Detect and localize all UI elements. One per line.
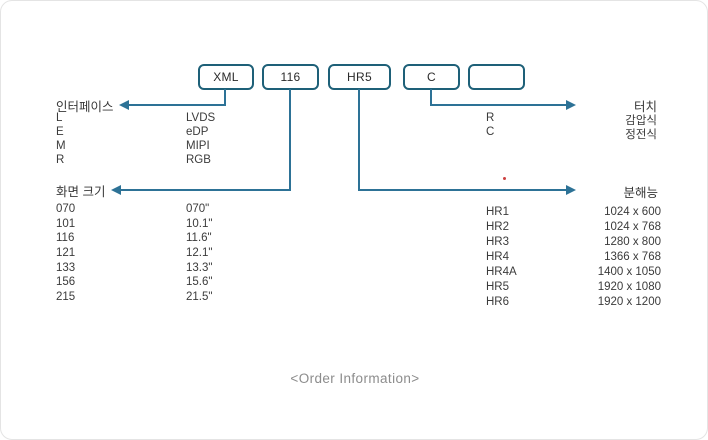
resolution-section-title: 분해능 — [623, 186, 658, 200]
resolution-value: 1366 x 768 — [604, 251, 661, 264]
size-value: 13.3" — [186, 261, 213, 274]
connector-size-vertical-line — [289, 89, 291, 190]
size-value: 10.1" — [186, 217, 213, 230]
resolution-list: HR1 1024 x 600 HR2 1024 x 768 HR3 1280 x… — [486, 206, 661, 311]
list-item: 116 11.6" — [56, 232, 276, 247]
connector-size-horizontal-line — [119, 189, 291, 191]
model-code-label: 116 — [280, 70, 301, 84]
list-item: HR4 1366 x 768 — [486, 251, 661, 266]
model-code-label: XML — [213, 70, 239, 84]
list-item: HR1 1024 x 600 — [486, 206, 661, 221]
list-item: 070 070" — [56, 203, 276, 218]
touch-value: 감압식 — [625, 115, 657, 127]
touch-section-title: 터치 — [633, 100, 657, 114]
resolution-value: 1400 x 1050 — [597, 266, 661, 279]
touch-value: 정전식 — [625, 129, 657, 142]
interface-value: LVDS — [186, 112, 216, 124]
list-item: HR3 1280 x 800 — [486, 236, 661, 251]
arrow-right-icon — [566, 100, 576, 110]
interface-code: R — [56, 154, 65, 167]
interface-value: RGB — [186, 154, 211, 167]
size-value: 15.6" — [186, 276, 213, 289]
screen-size-list: 070 070" 101 10.1" 116 11.6" 121 12.1" 1… — [56, 203, 276, 306]
connector-touch-horizontal-line — [430, 104, 568, 106]
list-item: 101 10.1" — [56, 218, 276, 233]
resolution-code: HR2 — [486, 221, 510, 234]
caption: <Order Information> — [290, 371, 420, 386]
model-code-box-size: 116 — [262, 64, 319, 90]
list-item: 156 15.6" — [56, 276, 276, 291]
resolution-code: HR3 — [486, 236, 510, 249]
size-value: 21.5" — [186, 291, 213, 304]
interface-code: L — [56, 112, 63, 124]
resolution-value: 1024 x 768 — [604, 221, 661, 234]
resolution-code: HR5 — [486, 281, 510, 294]
size-value: 11.6" — [186, 232, 212, 245]
model-code-label: C — [427, 70, 436, 84]
interface-list: L LVDS E eDP M MIPI R RGB — [56, 112, 276, 168]
connector-interface-vertical-line — [224, 89, 226, 106]
touch-code: C — [486, 126, 495, 139]
touch-list: R 감압식 C 정전식 — [486, 112, 657, 142]
connector-interface-horizontal-line — [127, 104, 226, 106]
list-item: HR6 1920 x 1200 — [486, 296, 661, 311]
model-code-box-interface: XML — [198, 64, 254, 90]
interface-section-title: 인터페이스 — [56, 100, 114, 114]
connector-resolution-vertical-line — [358, 89, 360, 191]
connector-touch-vertical-line — [430, 89, 432, 106]
resolution-code: HR4A — [486, 266, 517, 279]
model-code-box-empty — [468, 64, 525, 90]
red-dot — [503, 177, 506, 180]
list-item: L LVDS — [56, 112, 276, 126]
list-item: 215 21.5" — [56, 291, 276, 306]
list-item: M MIPI — [56, 140, 276, 154]
size-code: 133 — [56, 261, 76, 274]
model-code-label: HR5 — [347, 70, 372, 84]
interface-value: MIPI — [186, 140, 210, 153]
arrow-left-icon — [111, 185, 121, 195]
list-item: 133 13.3" — [56, 262, 276, 277]
resolution-value: 1024 x 600 — [604, 206, 661, 218]
resolution-code: HR1 — [486, 206, 510, 218]
interface-code: M — [56, 140, 66, 153]
list-item: R RGB — [56, 154, 276, 168]
list-item: HR2 1024 x 768 — [486, 221, 661, 236]
list-item: 121 12.1" — [56, 247, 276, 262]
resolution-code: HR6 — [486, 296, 510, 309]
resolution-value: 1920 x 1080 — [597, 281, 661, 294]
list-item: C 정전식 — [486, 126, 657, 142]
arrow-right-icon — [566, 185, 576, 195]
list-item: E eDP — [56, 126, 276, 140]
list-item: R 감압식 — [486, 112, 657, 127]
size-value: 12.1" — [186, 247, 213, 260]
model-code-box-resolution: HR5 — [328, 64, 391, 90]
resolution-value: 1280 x 800 — [604, 236, 661, 249]
size-code: 101 — [56, 217, 76, 230]
screen-size-section-title: 화면 크기 — [56, 185, 106, 199]
touch-code: R — [486, 112, 495, 124]
model-code-box-touch: C — [403, 64, 460, 90]
size-code: 121 — [56, 247, 76, 260]
resolution-value: 1920 x 1200 — [597, 296, 661, 309]
resolution-code: HR4 — [486, 251, 510, 264]
interface-code: E — [56, 126, 64, 139]
interface-value: eDP — [186, 126, 209, 139]
size-code: 156 — [56, 276, 76, 289]
list-item: HR5 1920 x 1080 — [486, 281, 661, 296]
connector-resolution-horizontal-line — [358, 189, 568, 191]
size-value: 070" — [186, 203, 210, 215]
size-code: 116 — [56, 232, 75, 245]
size-code: 215 — [56, 291, 76, 304]
size-code: 070 — [56, 203, 76, 215]
list-item: HR4A 1400 x 1050 — [486, 266, 661, 281]
arrow-left-icon — [119, 100, 129, 110]
